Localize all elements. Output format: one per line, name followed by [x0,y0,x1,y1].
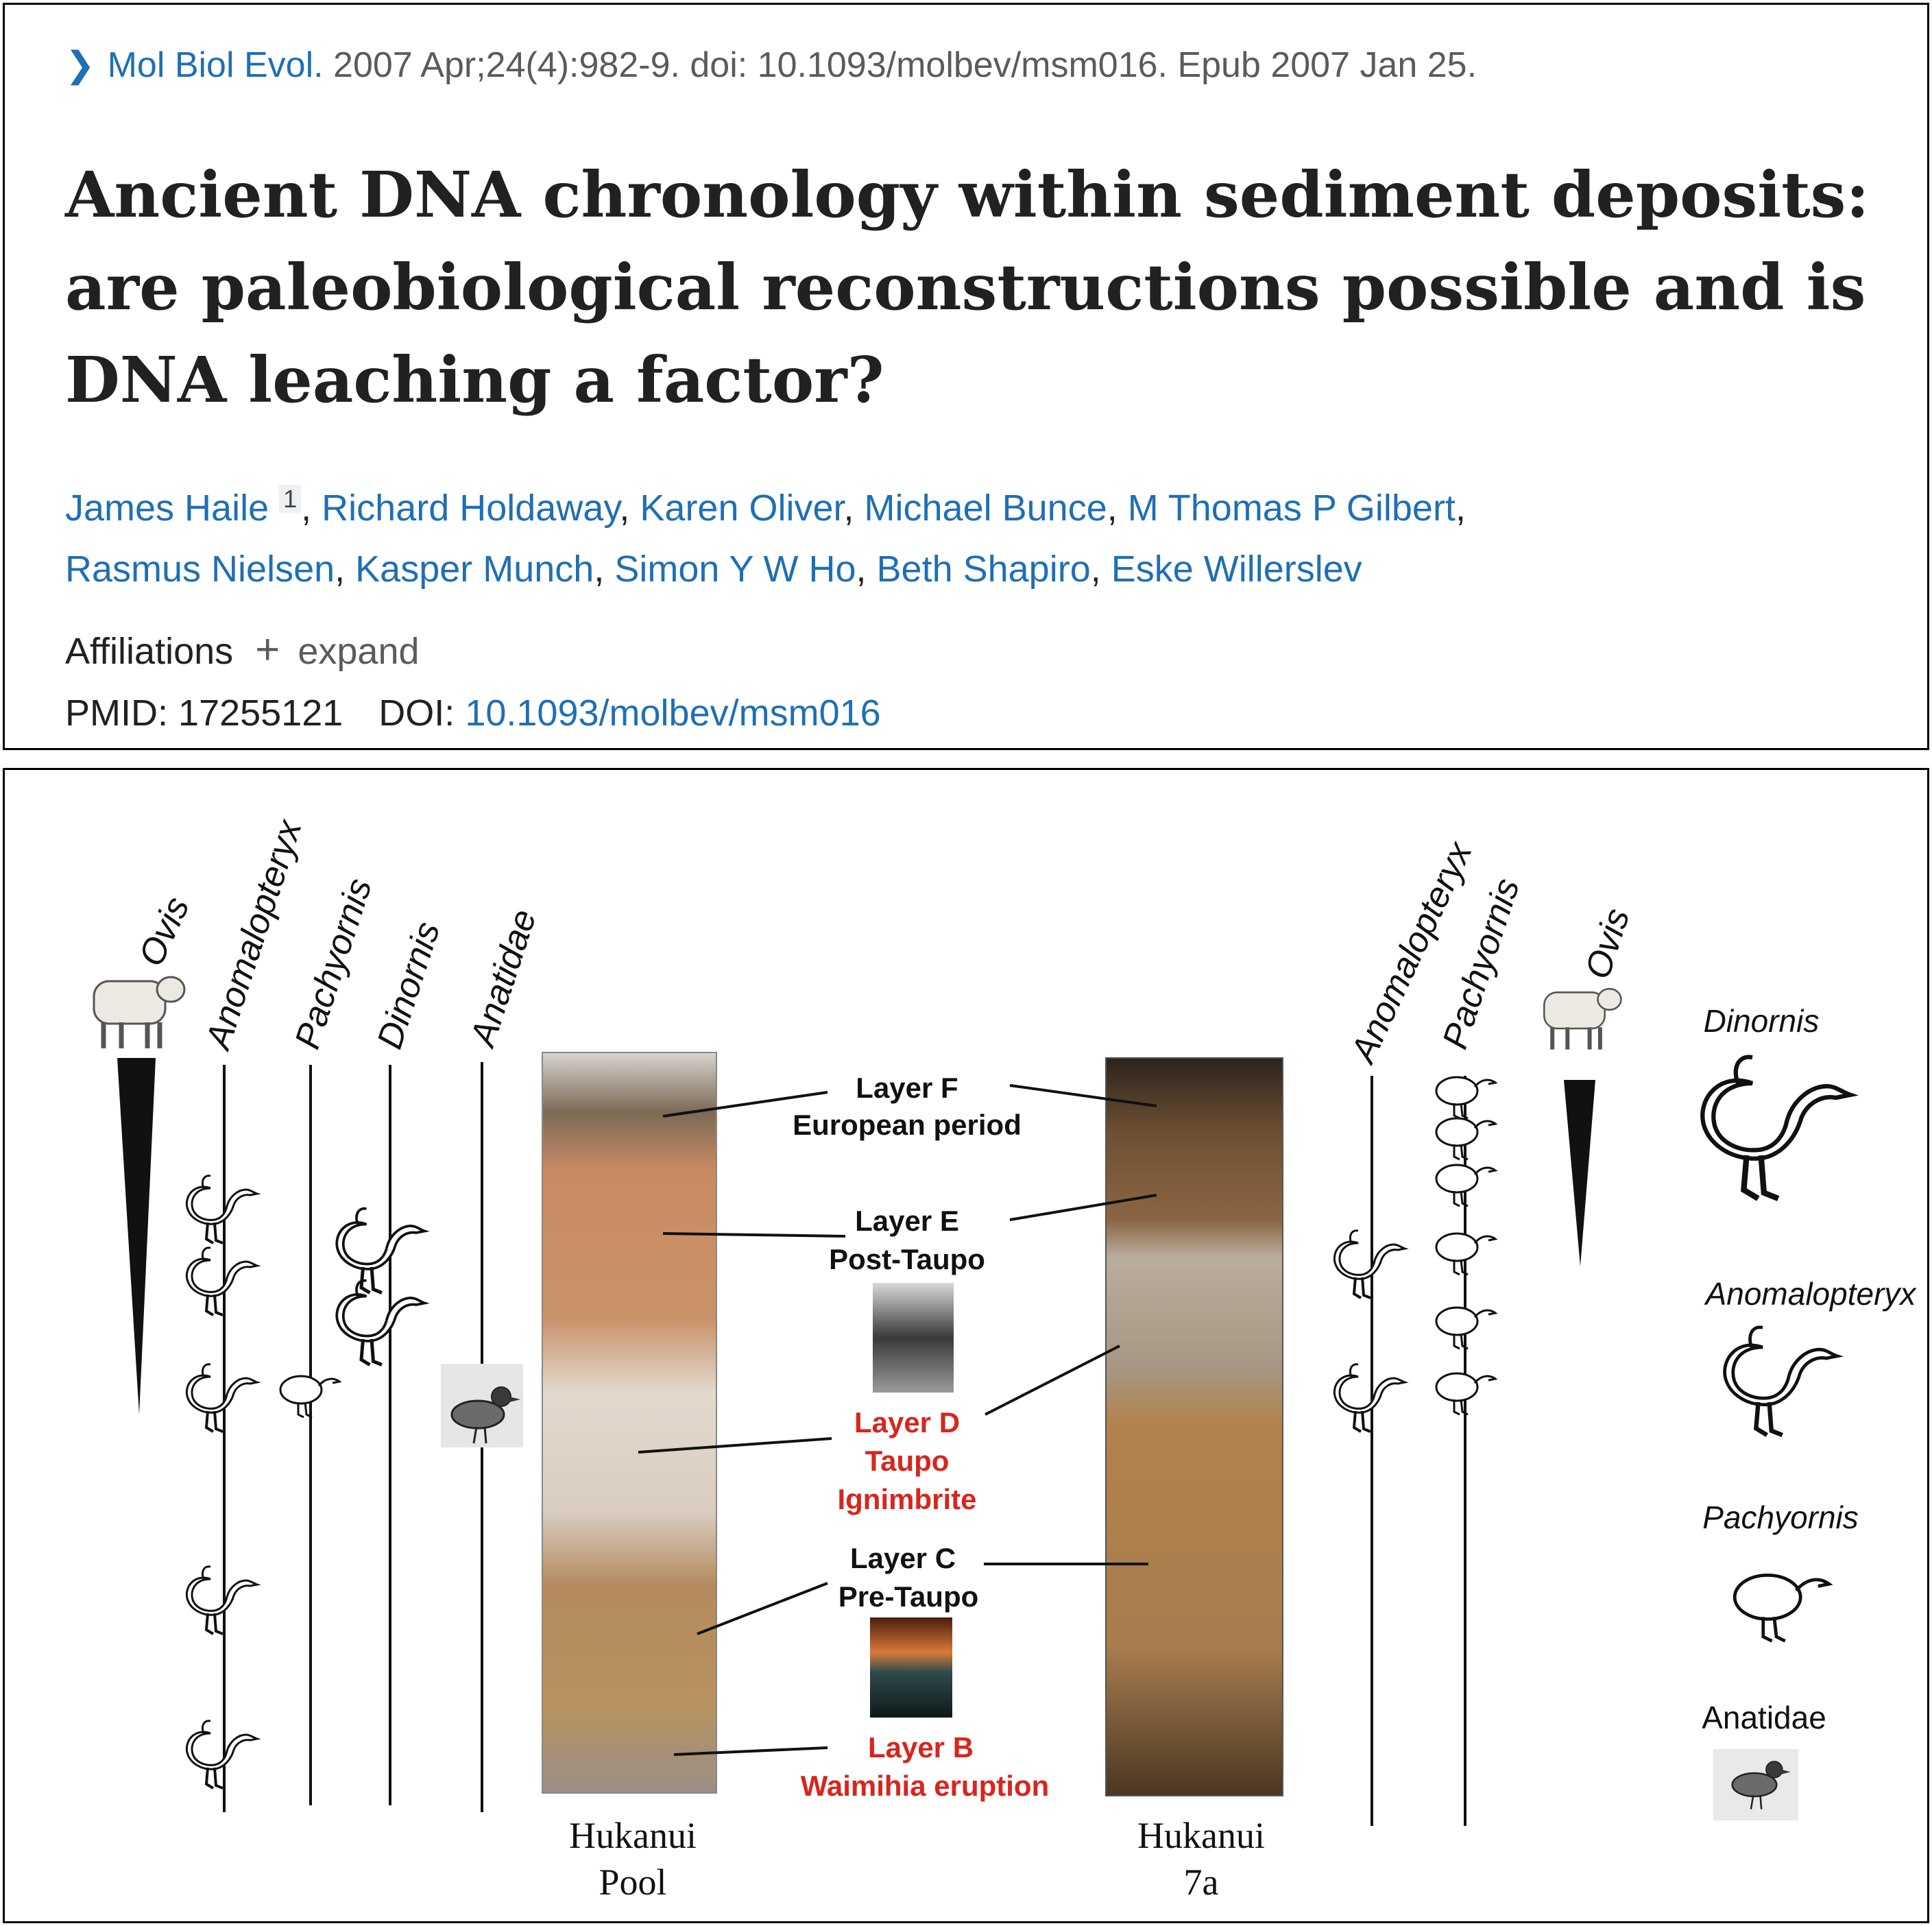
article-title: Ancient DNA chronology within sediment d… [65,158,1870,417]
chevron-right-icon[interactable]: ❯ [65,45,95,85]
site-7a-sub: 7a [1184,1862,1219,1903]
legend-anatidae-label: Anatidae [1702,1700,1826,1735]
sheep-icon [94,977,184,1048]
sediment-figure: Ovis Anomalopteryx Pachyornis Dinornis A… [5,814,1918,1903]
dinornis-icon [1702,1057,1850,1199]
layer-e-label: Layer E [855,1205,959,1237]
sheep-icon [1544,989,1621,1049]
anomalopteryx-icon [1725,1327,1837,1435]
layer-d-label: Layer D [854,1406,960,1439]
layer-f-desc: European period [793,1109,1022,1141]
layer-f-label: Layer F [856,1072,958,1104]
moa-icon [185,1719,258,1790]
taxon-anatidae-left: Anatidae [462,905,544,1053]
doi-label: DOI: [378,693,455,734]
author-link[interactable]: Rasmus Nielsen [65,549,335,590]
moa-icon [337,1209,424,1293]
citation-line: ❯ Mol Biol Evol. 2007 Apr;24(4):982-9. do… [65,45,1477,86]
taxon-ovis-left: Ovis [131,891,197,972]
layer-b-desc: Waimihia eruption [801,1770,1049,1802]
moa-icon [185,1362,258,1433]
layer-c-desc: Pre-Taupo [838,1580,979,1613]
eruption-photo [870,1617,952,1718]
site-7a-name: Hukanui [1137,1815,1265,1856]
layer-c-label: Layer C [850,1542,956,1574]
doi-link[interactable]: 10.1093/molbev/msm016 [465,693,881,734]
author-list: James Haile 1, Richard Holdaway, Karen O… [65,485,1466,590]
ovis-wedge [117,1058,156,1415]
hukanui-7a-profile [1105,1057,1283,1796]
author-link[interactable]: Beth Shapiro [876,549,1091,590]
author-link[interactable]: Eske Willerslev [1111,549,1362,590]
author-link[interactable]: Karen Oliver [640,487,844,529]
taxon-anomalopteryx-left: Anomalopteryx [197,814,310,1056]
legend-pachyornis-label: Pachyornis [1702,1500,1859,1535]
affiliations-row: Affiliations + expand [65,625,420,674]
pmid-value: 17255121 [178,693,343,734]
layer-d-desc: Taupo [865,1445,950,1477]
pmid-label: PMID: [65,693,169,734]
affiliation-marker[interactable]: 1 [279,485,302,513]
moa-icon [185,1174,258,1244]
site-pool-sub: Pool [599,1862,666,1903]
moa-icon [1333,1229,1406,1299]
ovis-wedge-right [1564,1080,1595,1266]
plus-icon[interactable]: + [255,626,280,673]
author-link[interactable]: Simon Y W Ho [614,549,856,590]
moa-icon [185,1565,258,1635]
author-link[interactable]: Michael Bunce [864,487,1107,529]
layer-e-desc: Post-Taupo [829,1243,985,1275]
leader-lines [638,1084,1157,1756]
hukanui-pool-profile [542,1052,717,1794]
expand-toggle[interactable]: expand [298,631,420,672]
affiliations-label: Affiliations [65,631,234,672]
figure-panel: Ovis Anomalopteryx Pachyornis Dinornis A… [3,768,1929,1923]
author-link[interactable]: James Haile [65,487,269,529]
moa-icon [185,1246,258,1316]
layer-b-label: Layer B [868,1731,974,1764]
journal-link[interactable]: Mol Biol Evol. [107,45,324,85]
identifiers-row: PMID: 17255121 DOI: 10.1093/molbev/msm016 [65,692,881,734]
ash-cloud-photo [873,1283,954,1393]
layer-d-desc2: Ignimbrite [837,1483,976,1515]
taxon-dinornis-left: Dinornis [370,917,448,1053]
taxon-pachyornis-left: Pachyornis [287,874,380,1054]
article-header: ❯ Mol Biol Evol. 2007 Apr;24(4):982-9. do… [3,3,1929,750]
legend-dinornis-label: Dinornis [1704,1003,1820,1039]
author-link[interactable]: Richard Holdaway [322,487,620,529]
citation-details: 2007 Apr;24(4):982-9. doi: 10.1093/molbe… [333,45,1477,85]
site-pool-name: Hukanui [569,1815,697,1856]
pachyornis-icon [1735,1575,1829,1641]
author-link[interactable]: M Thomas P Gilbert [1127,487,1456,529]
taxon-ovis-right: Ovis [1578,904,1637,984]
legend-anomalopteryx-label: Anomalopteryx [1704,1276,1918,1312]
author-link[interactable]: Kasper Munch [355,549,594,590]
moa-icon [1333,1362,1406,1433]
